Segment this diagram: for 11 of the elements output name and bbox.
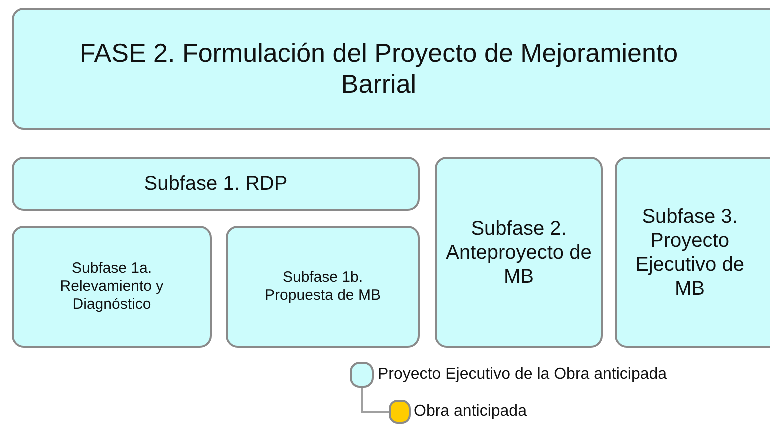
marker-box [350,362,374,388]
phase-box: Subfase 1. RDP [12,157,420,211]
legend-text: Proyecto Ejecutivo de la Obra anticipada [378,366,668,384]
legend-text: Obra anticipada [414,403,527,421]
phase-box: Subfase 1b. Propuesta de MB [226,226,420,348]
marker-box [389,400,411,424]
phase-box: FASE 2. Formulación del Proyecto de Mejoramiento Barrial [12,8,770,130]
phase-box: Subfase 3. Proyecto Ejecutivo de MB [615,157,770,348]
phase-box: Subfase 2. Anteproyecto de MB [435,157,603,348]
connector-line [361,388,389,413]
phase-box: Subfase 1a. Relevamiento y Diagnóstico [12,226,212,348]
